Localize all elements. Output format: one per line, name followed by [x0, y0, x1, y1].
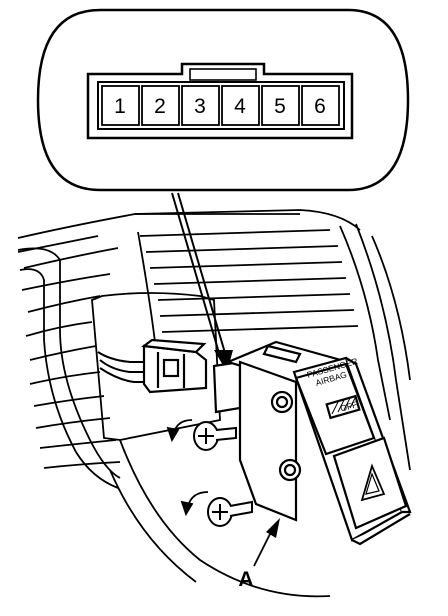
- switch-assembly-a: [212, 340, 412, 546]
- airbag-off-indicator: [325, 394, 361, 420]
- connector-face: 1 2 3 4 5 6: [86, 62, 354, 140]
- pin-label: 2: [154, 95, 166, 118]
- dash-outer-edge: [17, 213, 300, 239]
- vent-ring: [29, 371, 101, 385]
- vent-ring: [39, 439, 117, 449]
- pin-label: 1: [114, 95, 126, 118]
- screw-shank: [229, 500, 253, 517]
- pin-labels: 1 2 3 4 5 6: [114, 95, 326, 118]
- plug-lock-tab: [162, 358, 180, 378]
- callout-label-a: A: [238, 568, 253, 591]
- hazard-triangle-icon-inner: [365, 472, 380, 495]
- vent-slat: [159, 309, 355, 317]
- vent-ring: [27, 295, 101, 313]
- switch-latch: [262, 344, 302, 364]
- vent-ring: [35, 417, 111, 429]
- mount-hole-inner: [275, 395, 289, 409]
- switch-body-side: [238, 360, 298, 522]
- indicator-hatching: [331, 395, 357, 415]
- connector-key-slot: [189, 68, 257, 81]
- hazard-triangle-icon: [360, 463, 386, 502]
- vent-frame: [137, 231, 157, 351]
- vent-ring: [33, 395, 105, 407]
- off-indicator-text: OFF: [339, 399, 358, 413]
- vent-ring: [17, 235, 99, 253]
- vent-slat: [145, 245, 339, 253]
- faceplate-bezel: [294, 362, 376, 456]
- pin-label: 6: [314, 95, 326, 118]
- pin-cell: [261, 85, 300, 126]
- vent-ring: [23, 247, 119, 269]
- instrument-hood: [17, 247, 121, 479]
- vent-slat: [153, 277, 347, 285]
- panel-right-edge: [355, 223, 411, 471]
- dashboard-panel: [17, 209, 411, 598]
- panel-right-edge: [371, 235, 411, 381]
- screw-upper: [193, 421, 237, 451]
- pin-cell: [141, 85, 180, 126]
- pin-label: 5: [274, 95, 286, 118]
- wire: [99, 367, 146, 383]
- hazard-button: [332, 436, 408, 530]
- pin-cells: [101, 85, 340, 126]
- vent-ring: [21, 273, 111, 291]
- pin-label: 3: [194, 95, 206, 118]
- pin-cell: [221, 85, 260, 126]
- pin-cell: [301, 85, 340, 126]
- callout-a: A: [238, 518, 280, 591]
- instrument-hood-inner: [19, 268, 119, 489]
- pin-cell: [181, 85, 220, 126]
- wire-harness: [97, 351, 146, 383]
- mount-hole-inner: [283, 463, 297, 477]
- screw-shank: [215, 426, 237, 441]
- wire: [99, 359, 146, 373]
- plug-top: [141, 338, 207, 354]
- pin-label: 4: [234, 95, 246, 118]
- vent-slat: [139, 229, 331, 237]
- switch-socket: [212, 360, 242, 414]
- vent-ring: [25, 321, 93, 337]
- screw-lower: [207, 497, 253, 527]
- vent-ring: [29, 345, 97, 361]
- callout-leader: [253, 529, 273, 567]
- lower-dash-edge: [119, 439, 331, 598]
- vent-slat: [161, 325, 359, 333]
- wire: [97, 351, 146, 363]
- dash-upper-edge: [134, 209, 361, 231]
- vent-slat: [149, 261, 343, 269]
- rotation-arrow-icon-upper: [166, 419, 193, 443]
- harness-connector-plug: [141, 338, 208, 394]
- panel-right-edge: [339, 225, 391, 421]
- connector-detail-bubble: 1 2 3 4 5 6: [36, 8, 410, 192]
- pin-cell: [101, 85, 140, 126]
- vent-slat: [157, 293, 351, 301]
- rotation-arrow-icon-lower: [180, 491, 209, 517]
- lower-dash-edge: [109, 469, 197, 583]
- switch-opening: [91, 292, 221, 441]
- vent-ring: [43, 461, 121, 469]
- callout-arrow-head: [266, 518, 280, 538]
- faceplate-edge: [351, 513, 411, 546]
